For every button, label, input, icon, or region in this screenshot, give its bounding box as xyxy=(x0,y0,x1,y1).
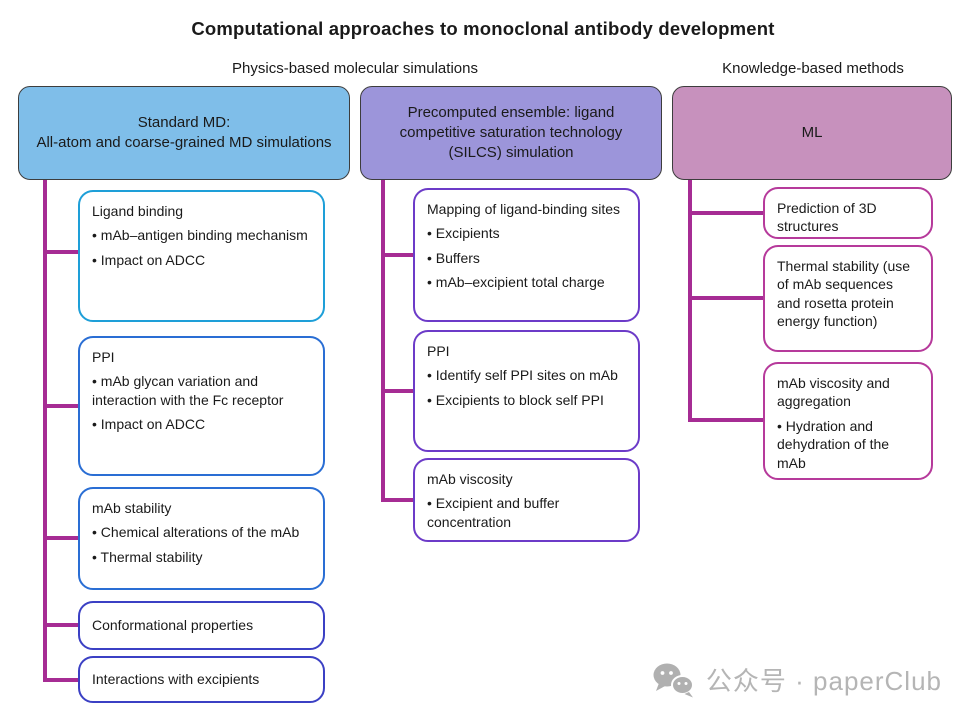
page-title: Computational approaches to monoclonal a… xyxy=(191,18,775,39)
header-ml: ML xyxy=(672,86,952,180)
node-heading: Interactions with excipients xyxy=(92,671,260,688)
connector-trunk-col1 xyxy=(43,180,47,682)
node-thermal-stability-ml: Thermal stability (use of mAb sequences … xyxy=(763,245,933,352)
node-bullet: mAb–antigen binding mechanism xyxy=(92,226,311,244)
header-standard-md: Standard MD: All-atom and coarse-grained… xyxy=(18,86,350,180)
node-bullet: Impact on ADCC xyxy=(92,251,311,269)
node-heading: mAb viscosity and aggregation xyxy=(777,375,890,410)
connector-stub xyxy=(43,623,78,627)
connector-stub xyxy=(688,418,763,422)
node-heading: Prediction of 3D structures xyxy=(777,200,877,235)
node-bullet: mAb–excipient total charge xyxy=(427,273,626,291)
group-label-physics: Physics-based molecular simulations xyxy=(232,60,478,77)
connector-stub xyxy=(381,498,413,502)
node-bullet: Hydration and dehydration of the mAb xyxy=(777,417,919,472)
node-interactions-excipients: Interactions with excipients xyxy=(78,656,325,703)
node-viscosity-aggregation-ml: mAb viscosity and aggregation Hydration … xyxy=(763,362,933,480)
node-bullet: Chemical alterations of the mAb xyxy=(92,523,311,541)
header-silcs: Precomputed ensemble: ligand competitive… xyxy=(360,86,662,180)
node-conformational-properties: Conformational properties xyxy=(78,601,325,650)
node-mab-viscosity-silcs: mAb viscosity Excipient and buffer conce… xyxy=(413,458,640,542)
node-bullet: Impact on ADCC xyxy=(92,415,311,433)
connector-trunk-col2 xyxy=(381,180,385,502)
group-label-knowledge: Knowledge-based methods xyxy=(722,60,904,77)
watermark: 公众号 · paperClub xyxy=(652,661,942,698)
connector-trunk-col3 xyxy=(688,180,692,422)
node-heading: Ligand binding xyxy=(92,203,184,219)
node-bullet: mAb glycan variation and interaction wit… xyxy=(92,372,311,409)
connector-stub xyxy=(43,536,78,540)
connector-stub xyxy=(381,253,413,257)
node-heading: mAb stability xyxy=(92,500,172,516)
node-heading: PPI xyxy=(92,349,115,365)
node-heading: Thermal stability (use of mAb sequences … xyxy=(777,258,911,330)
connector-stub xyxy=(381,389,413,393)
node-ppi-md: PPI mAb glycan variation and interaction… xyxy=(78,336,325,476)
node-bullet: Thermal stability xyxy=(92,548,311,566)
watermark-text: 公众号 · paperClub xyxy=(705,666,942,696)
node-heading: PPI xyxy=(427,343,450,359)
node-prediction-3d: Prediction of 3D structures xyxy=(763,187,933,239)
node-heading: Mapping of ligand-binding sites xyxy=(427,201,621,217)
connector-stub xyxy=(43,678,78,682)
node-mab-stability: mAb stability Chemical alterations of th… xyxy=(78,487,325,590)
node-ppi-silcs: PPI Identify self PPI sites on mAb Excip… xyxy=(413,330,640,452)
node-bullet: Excipients xyxy=(427,224,626,242)
connector-stub xyxy=(688,296,763,300)
connector-stub xyxy=(688,211,763,215)
node-bullet: Identify self PPI sites on mAb xyxy=(427,366,626,384)
node-heading: mAb viscosity xyxy=(427,471,513,487)
node-heading: Conformational properties xyxy=(92,617,254,634)
node-bullet: Excipient and buffer concentration xyxy=(427,494,626,531)
node-bullet: Buffers xyxy=(427,249,626,267)
node-ligand-binding: Ligand binding mAb–antigen binding mecha… xyxy=(78,190,325,322)
node-bullet: Excipients to block self PPI xyxy=(427,391,626,409)
wechat-icon xyxy=(652,662,696,698)
connector-stub xyxy=(43,404,78,408)
node-mapping-ligand-sites: Mapping of ligand-binding sites Excipien… xyxy=(413,188,640,322)
connector-stub xyxy=(43,250,78,254)
